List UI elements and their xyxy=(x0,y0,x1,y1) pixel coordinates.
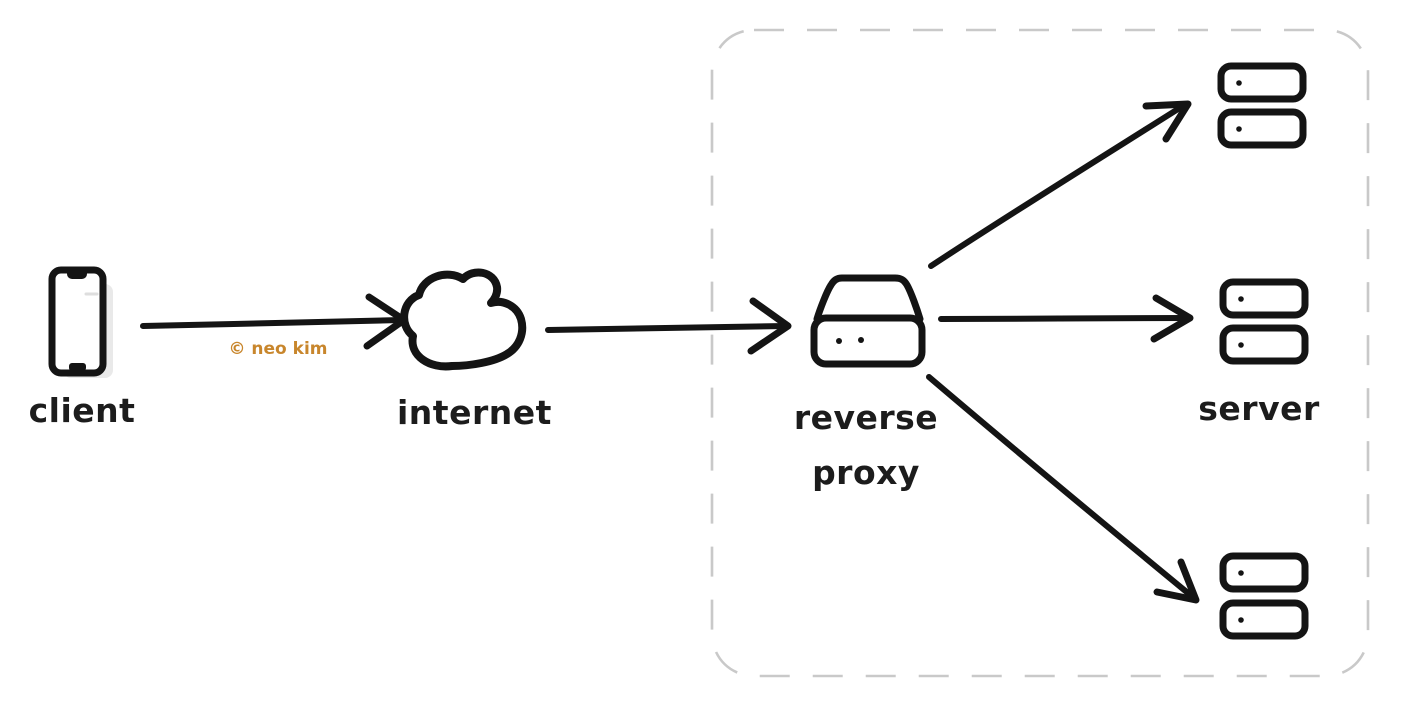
client-label: client xyxy=(28,391,136,430)
server-stack-icon-group-3 xyxy=(1219,552,1309,640)
server-stack-icon-group-1 xyxy=(1217,62,1307,149)
arrow-proxy-to-server-2 xyxy=(938,294,1194,343)
attribution-text: © neo kim xyxy=(228,339,328,359)
arrow-proxy-to-server-3 xyxy=(926,374,1200,604)
arrow-proxy-to-server-1 xyxy=(928,100,1192,269)
reverse-proxy-label: reverse proxy xyxy=(793,398,939,492)
server-stack-icon-group-2 xyxy=(1219,278,1309,365)
internet-label: internet xyxy=(397,393,552,432)
proxy-cluster-boundary xyxy=(710,28,1370,678)
smartphone-icon xyxy=(48,266,113,378)
server-label: server xyxy=(1198,389,1320,428)
cloud-icon xyxy=(400,268,527,371)
proxy-box-icon xyxy=(810,274,926,368)
arrow-internet-to-proxy xyxy=(545,297,792,355)
